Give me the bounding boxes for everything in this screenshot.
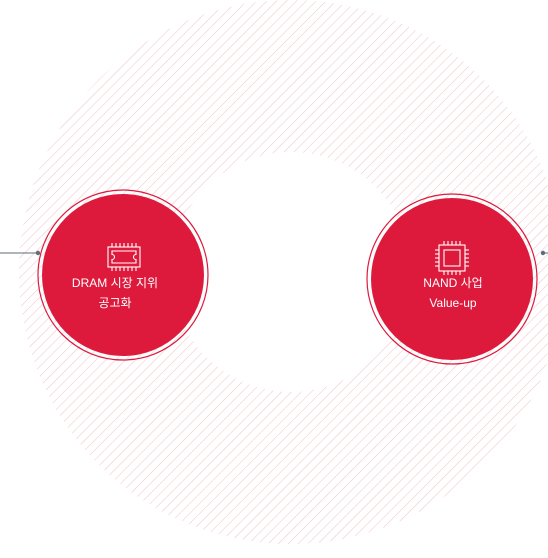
right-connector-dot <box>540 250 546 256</box>
dram-node-circle <box>42 194 204 356</box>
nand-processor-chip-icon <box>435 241 469 275</box>
nand-node <box>366 193 538 365</box>
nand-node-label: NAND 사업 Value-up <box>378 273 528 313</box>
nand-label-line2: Value-up <box>429 296 477 310</box>
nand-node-outer-ring <box>366 193 538 365</box>
dram-label-line2: 공고화 <box>98 296 132 310</box>
dram-chip-icon <box>107 243 141 271</box>
nand-label-line1: NAND 사업 <box>423 276 483 290</box>
nand-node-circle <box>371 198 533 360</box>
dram-label-line1: DRAM 시장 지위 <box>71 276 159 290</box>
left-connector-dot <box>35 250 41 256</box>
dram-node <box>37 189 209 361</box>
dram-node-label: DRAM 시장 지위 공고화 <box>40 273 190 313</box>
dram-node-outer-ring <box>37 189 209 361</box>
